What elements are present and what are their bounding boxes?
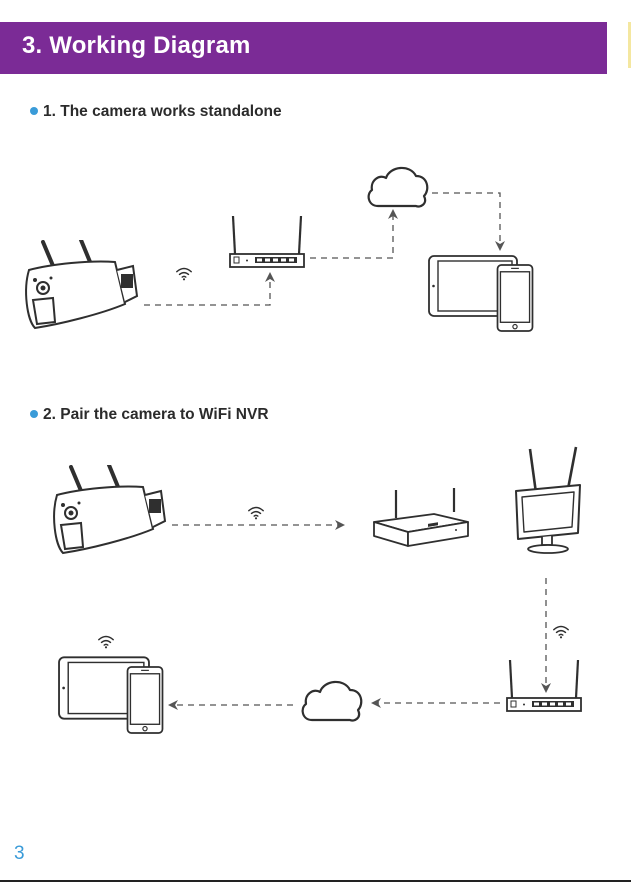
standalone-diagram (26, 168, 532, 331)
cloud-icon (369, 168, 428, 207)
wifi-icon (249, 508, 263, 520)
router-to-cloud-connector (310, 212, 393, 258)
footer-divider (0, 880, 631, 882)
monitor-icon (516, 447, 580, 553)
page-number: 3 (14, 843, 25, 865)
nvr-icon (374, 488, 468, 546)
camera-icon (54, 465, 165, 553)
wifi-icon (554, 627, 568, 639)
router-icon (507, 660, 581, 711)
router-icon (230, 216, 304, 267)
wifi-icon (99, 637, 113, 649)
camera-icon (26, 240, 137, 328)
phone-icon (128, 667, 163, 733)
phone-icon (498, 265, 533, 331)
camera-to-router-connector (144, 275, 270, 305)
cloud-to-tablet-connector (432, 193, 500, 248)
nvr-diagram (54, 447, 581, 733)
cloud-icon (303, 682, 362, 721)
wifi-icon (177, 269, 191, 281)
